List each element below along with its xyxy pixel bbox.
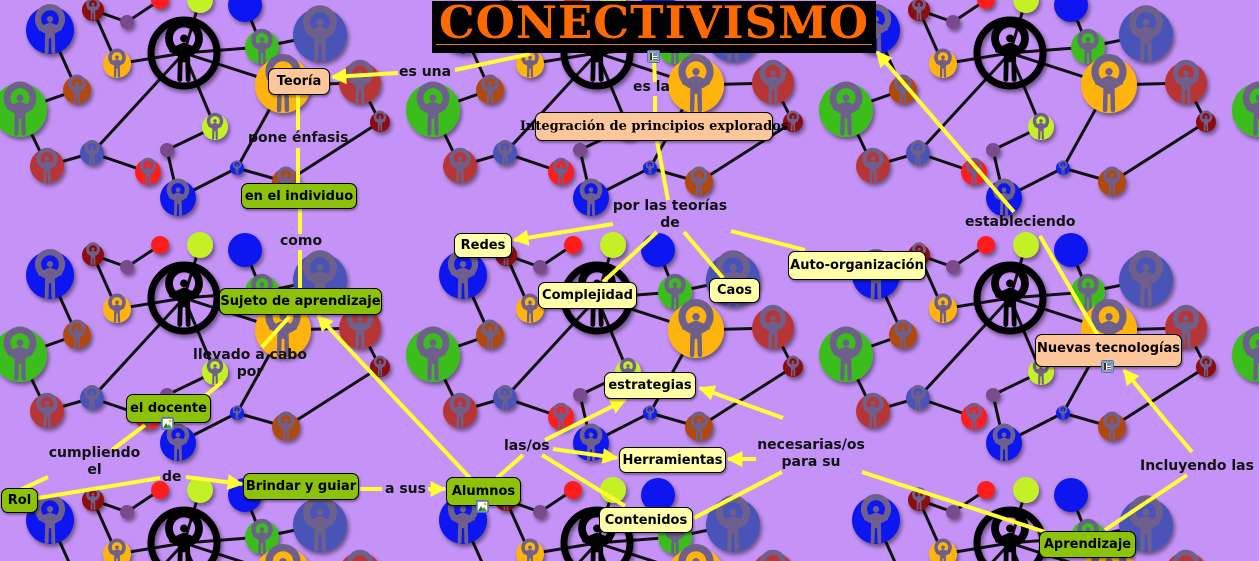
image-icon[interactable] — [476, 500, 489, 513]
link-label-line: por las teorías — [612, 198, 728, 214]
concept-nuevas-tecnologias[interactable]: Nuevas tecnologías — [1035, 334, 1182, 367]
concept-estrategias[interactable]: estrategias — [604, 372, 696, 399]
link-label-line: por — [236, 364, 264, 380]
link-label-incluyendo-las: Incluyendo las — [1140, 458, 1254, 474]
link-label-line: para su — [781, 454, 841, 470]
link-label-es-una: es una — [399, 64, 452, 80]
link-label-cumpliendo-el: cumpliendo el — [47, 445, 142, 479]
concept-caos[interactable]: Caos — [709, 278, 760, 303]
document-icon[interactable] — [1101, 360, 1114, 373]
concept-auto-organizacion[interactable]: Auto-organización — [788, 251, 926, 280]
concept-aprendizaje[interactable]: Aprendizaje — [1039, 531, 1136, 558]
link-label-line: cumpliendo — [48, 445, 141, 461]
concept-teoria[interactable]: Teoría — [268, 68, 330, 95]
link-label-por-las-teorias: por las teorías de — [612, 198, 728, 232]
link-label-line: de — [660, 215, 680, 231]
link-label-las-os: las/os — [504, 438, 550, 454]
concept-integracion[interactable]: Integración de principios explorados — [520, 112, 788, 141]
concept-en-el-individuo[interactable]: en el individuo — [241, 183, 357, 209]
title-underline — [436, 44, 872, 45]
link-label-pone-enfasis: pone énfasis — [248, 130, 349, 146]
link-label-necesarias-para-su: necesarias/os para su — [754, 437, 868, 471]
concept-rol[interactable]: Rol — [1, 488, 38, 513]
link-label-line: el — [87, 462, 102, 478]
link-label-estableciendo: estableciendo — [965, 214, 1076, 230]
concept-herramientas[interactable]: Herramientas — [619, 447, 726, 473]
document-icon[interactable] — [647, 50, 660, 63]
link-label-line: necesarias/os — [757, 437, 865, 453]
link-label-de: de — [162, 469, 182, 485]
map-title-banner: CONECTIVISMO — [432, 0, 876, 53]
concept-sujeto-de-aprendizaje[interactable]: Sujeto de aprendizaje — [219, 288, 382, 315]
concept-complejidad[interactable]: Complejidad — [538, 282, 637, 309]
map-title: CONECTIVISMO — [438, 0, 870, 49]
link-label-como: como — [280, 233, 323, 249]
concept-redes[interactable]: Redes — [454, 233, 512, 258]
concept-contenidos[interactable]: Contenidos — [599, 507, 693, 533]
image-icon[interactable] — [161, 417, 174, 430]
link-label-es-la: es la — [633, 79, 670, 95]
link-label-llevado-a-cabo-por: llevado a cabo por — [193, 347, 307, 381]
link-label-line: llevado a cabo — [193, 347, 307, 363]
link-label-a-sus: a sus — [385, 481, 426, 497]
concept-brindar-y-guiar[interactable]: Brindar y guiar — [243, 473, 359, 500]
